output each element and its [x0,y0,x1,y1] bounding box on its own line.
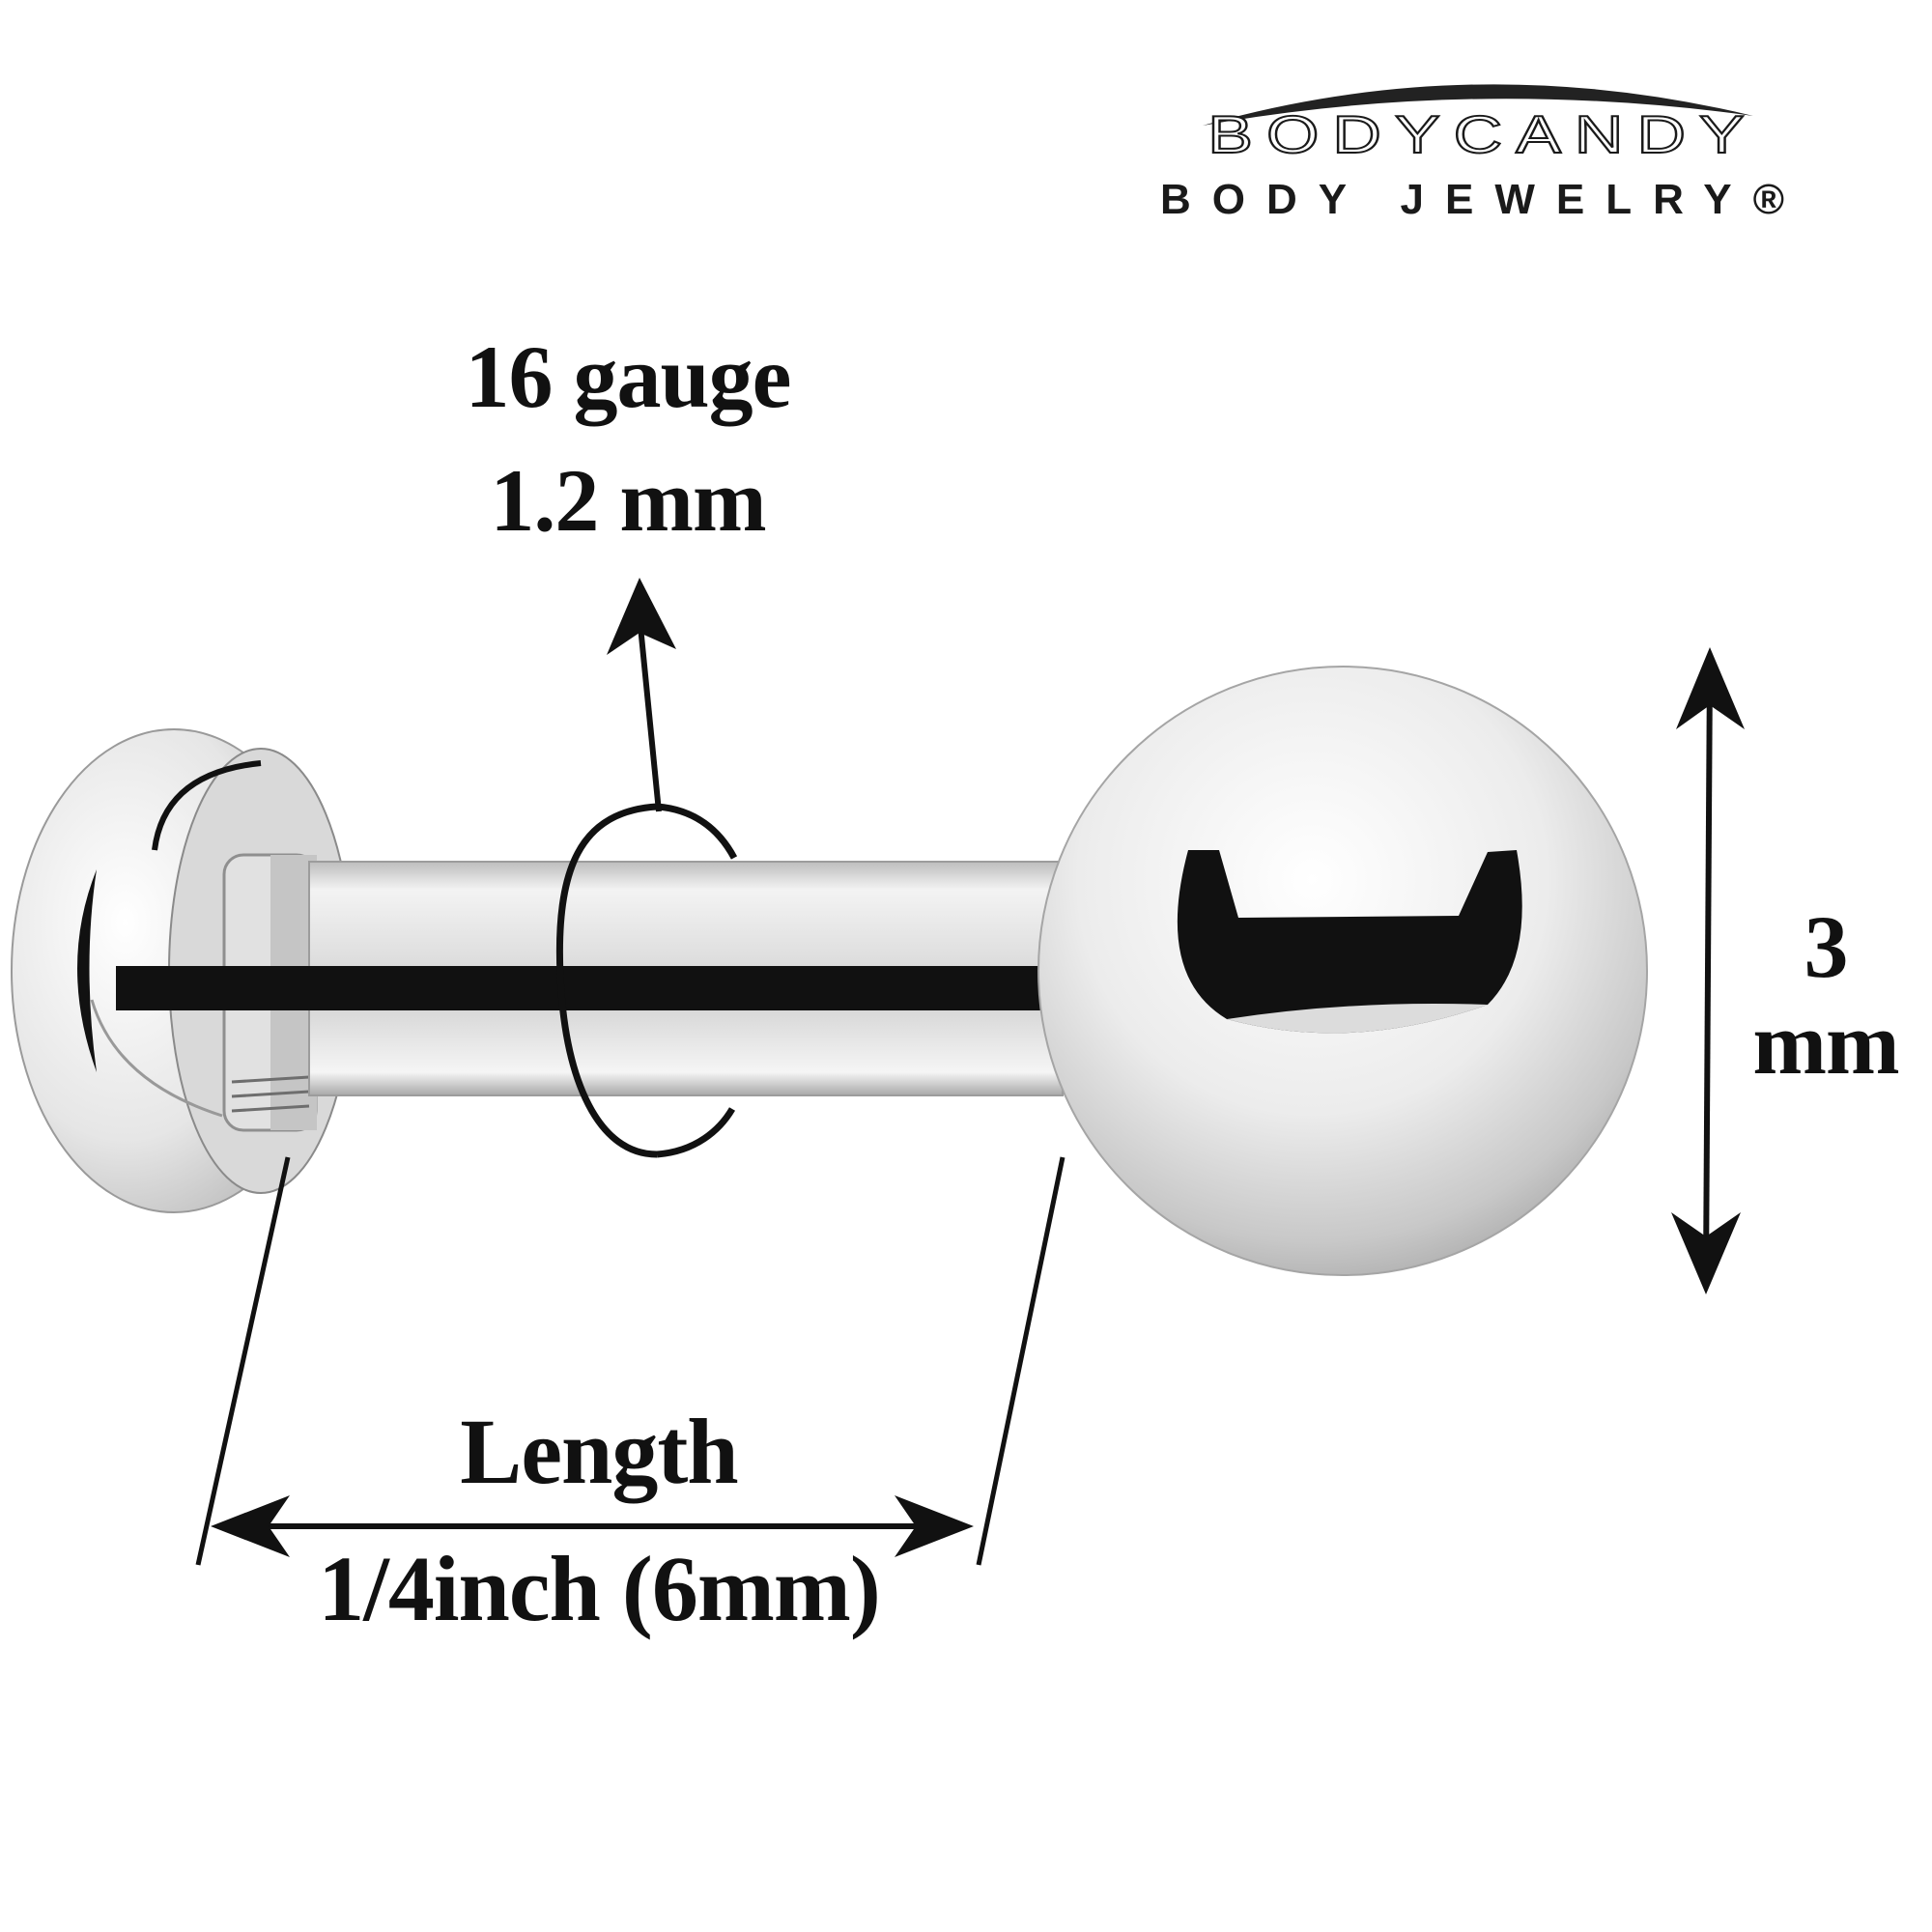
length-title: Length [460,1400,738,1503]
length-arrow [211,1495,974,1557]
gauge-mm-label: 1.2 mm [490,451,766,550]
ball-end [1037,666,1648,1276]
brand-tagline: BODY JEWELRY® [1159,176,1806,223]
length-extension-left [195,1156,291,1566]
ball-size-arrow [1671,647,1745,1294]
bar-post [116,861,1064,1096]
gauge-label: 16 gauge [465,327,792,426]
gauge-ring [555,803,738,1158]
brand-name: BODYCANDY [1207,104,1758,165]
gauge-arrow-head [607,578,676,655]
logo-swoosh [1203,84,1753,126]
ball-size-number: 3 [1804,897,1849,996]
length-extension-right [976,1156,1065,1566]
brand-logo: BODYCANDY BODY JEWELRY® [1048,84,1918,223]
length-value: 1/4inch (6mm) [318,1537,881,1640]
ball-size-unit: mm [1752,994,1899,1093]
